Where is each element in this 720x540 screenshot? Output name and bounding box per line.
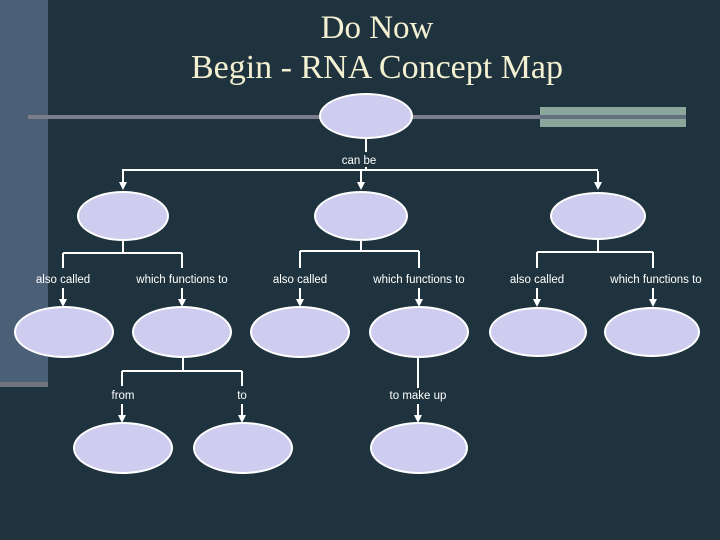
connector-arrow: [360, 171, 362, 183]
connector-arrow: [597, 171, 599, 183]
arrowhead-icon: [648, 299, 657, 307]
connector-line: [417, 358, 419, 388]
connector-line: [365, 167, 367, 171]
connector-line: [122, 370, 242, 372]
arrowhead-icon: [356, 182, 365, 190]
arrowhead-icon: [118, 182, 127, 190]
connector-label: which functions to: [610, 274, 702, 286]
concept-node: [319, 93, 413, 139]
arrowhead-icon: [58, 299, 67, 307]
arrowhead-icon: [593, 182, 602, 190]
concept-node: [369, 306, 469, 358]
title-line-2: Begin - RNA Concept Map: [190, 49, 564, 86]
concept-node: [550, 192, 646, 240]
connector-line: [62, 253, 64, 268]
connector-arrow: [536, 288, 538, 300]
concept-node: [73, 422, 173, 474]
connector-label: which functions to: [136, 274, 228, 286]
connector-arrow: [121, 404, 123, 416]
title-line-1: Do Now: [320, 10, 434, 46]
connector-arrow: [122, 171, 124, 183]
concept-node: [314, 191, 408, 241]
connector-label: which functions to: [373, 274, 465, 286]
arrowhead-icon: [237, 415, 246, 423]
connector-line: [360, 241, 362, 251]
concept-node: [250, 306, 350, 358]
connector-label: also called: [35, 274, 91, 286]
arrowhead-icon: [295, 299, 304, 307]
connector-label: also called: [272, 274, 328, 286]
connector-arrow: [241, 404, 243, 416]
concept-node: [132, 306, 232, 358]
concept-node: [193, 422, 293, 474]
connector-line: [652, 252, 654, 268]
arrowhead-icon: [117, 415, 126, 423]
connector-line: [181, 253, 183, 268]
connector-arrow: [299, 288, 301, 300]
connector-arrow: [418, 288, 420, 300]
concept-node: [370, 422, 468, 474]
connector-line: [597, 240, 599, 252]
arrowhead-icon: [177, 299, 186, 307]
sidebar-cap-bar: [0, 382, 48, 387]
connector-line: [365, 139, 367, 152]
connector-line: [536, 252, 538, 268]
arrowhead-icon: [413, 415, 422, 423]
arrowhead-icon: [414, 299, 423, 307]
connector-line: [121, 371, 123, 386]
concept-node: [77, 191, 169, 241]
connector-arrow: [417, 404, 419, 416]
connector-line: [241, 371, 243, 386]
horizontal-rule-dark-segment: [540, 115, 686, 119]
connector-label: to: [237, 390, 247, 402]
connector-line: [418, 251, 420, 268]
connector-line: [182, 357, 184, 371]
connector-label: can be: [341, 155, 377, 167]
arrowhead-icon: [532, 299, 541, 307]
connector-label: to make up: [389, 390, 447, 402]
connector-arrow: [652, 288, 654, 300]
horizontal-rule: [28, 115, 540, 119]
connector-line: [300, 250, 419, 252]
connector-line: [299, 251, 301, 268]
connector-line: [63, 252, 182, 254]
concept-node: [489, 307, 587, 357]
concept-node: [14, 306, 114, 358]
concept-node: [604, 307, 700, 357]
connector-line: [537, 251, 653, 253]
connector-line: [122, 169, 598, 171]
connector-label: from: [111, 390, 135, 402]
connector-arrow: [62, 288, 64, 300]
connector-line: [122, 241, 124, 253]
connector-arrow: [181, 288, 183, 300]
connector-label: also called: [509, 274, 565, 286]
